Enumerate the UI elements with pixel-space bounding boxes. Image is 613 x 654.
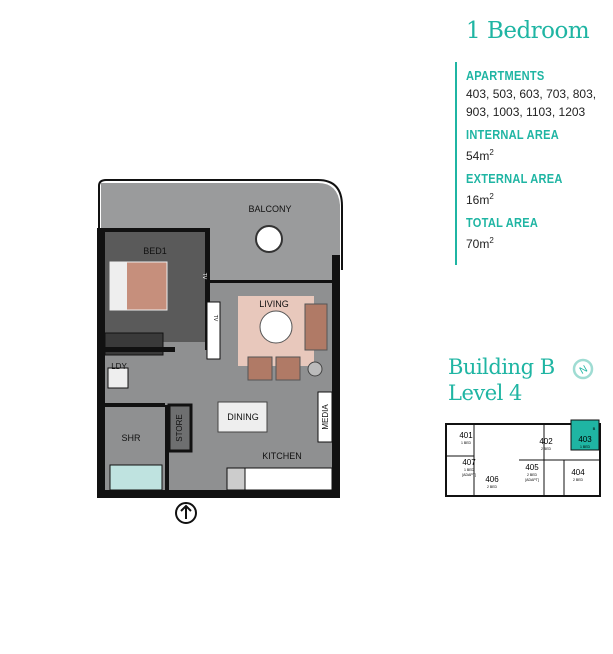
unit-403-type: 1 BED <box>580 445 591 449</box>
building-name: Building B <box>448 355 555 379</box>
unit-406-number: 406 <box>485 475 499 484</box>
level-name: Level 4 <box>448 381 522 405</box>
unit-407-type: 1 BED <box>464 468 475 472</box>
apartments-label: APARTMENTS <box>466 68 545 83</box>
apartments-value: 403, 503, 603, 703, 803, 903, 1003, 1103,… <box>466 85 596 121</box>
west-wall <box>97 228 105 498</box>
unit-404-number: 404 <box>571 468 585 477</box>
media-unit <box>317 391 333 443</box>
bedroom-north-wall <box>105 228 209 232</box>
sofa <box>304 303 328 351</box>
unit-407-number: 407 <box>462 458 476 467</box>
unit-403-highlight <box>570 419 600 451</box>
bedroom-south-wall <box>105 347 175 352</box>
apartments-line-2: 903, 1003, 1103, 1203 <box>466 105 586 119</box>
apartments-line-1: 403, 503, 603, 703, 803, <box>466 87 597 101</box>
room-label-bed1: BED1 <box>143 246 167 256</box>
unit-405-type: 2 BED <box>527 473 538 477</box>
total-area-number: 70m <box>466 237 490 251</box>
unit-info-panel: APARTMENTS 403, 503, 603, 703, 803, 903, … <box>455 62 596 265</box>
external-area-value: 16m2 <box>466 188 596 209</box>
tv-unit <box>206 301 221 360</box>
unit-405-number: 405 <box>525 463 539 472</box>
unit-407-note: [ADAPT] <box>462 473 476 477</box>
east-wall <box>332 255 340 498</box>
unit-401-type: 1 BED <box>461 441 472 445</box>
side-table <box>307 361 323 377</box>
room-label-ldy: LDY <box>111 362 127 371</box>
room-label-kitchen: KITCHEN <box>262 451 302 461</box>
room-label-living: LIVING <box>259 299 289 309</box>
unit-type-title: 1 Bedroom <box>466 18 590 44</box>
bedroom-east-wall <box>205 228 210 350</box>
laundry <box>107 367 129 389</box>
compass-letter: N <box>578 364 590 377</box>
internal-area-value: 54m2 <box>466 144 596 165</box>
internal-area-number: 54m <box>466 149 490 163</box>
south-wall <box>97 490 340 498</box>
room-label-shr: SHR <box>121 433 141 443</box>
room-label-dining: DINING <box>227 412 259 422</box>
unit-403-number: 403 <box>578 435 592 444</box>
room-label-store: STORE <box>175 414 184 441</box>
coffee-table <box>259 310 293 344</box>
balcony-table <box>255 225 283 253</box>
entry-arrow-icon <box>175 502 197 524</box>
unit-406-type: 2 BED <box>487 485 498 489</box>
total-area-label: TOTAL AREA <box>466 215 539 230</box>
shower <box>109 464 163 491</box>
tv-label: TV <box>212 315 218 322</box>
room-label-media: MEDIA <box>321 404 330 430</box>
dining-table <box>217 401 268 433</box>
level-key-map: 401 1 BED 402 2 BED 403 1 BED 404 2 BED … <box>445 419 601 497</box>
unit-404-type: 2 BED <box>573 478 584 482</box>
armchair <box>275 356 301 381</box>
total-area-value: 70m2 <box>466 232 596 253</box>
compass-icon: N <box>572 358 594 380</box>
superscript: 2 <box>489 236 494 245</box>
unit-401-number: 401 <box>459 431 473 440</box>
balcony-marker: B <box>593 426 596 431</box>
external-area-label: EXTERNAL AREA <box>466 171 563 186</box>
building-level-title: Building B Level 4 <box>448 354 555 406</box>
pillows <box>110 262 127 310</box>
shr-north-wall <box>105 403 165 407</box>
balustrade <box>98 179 343 270</box>
shr-east-wall <box>165 405 169 493</box>
superscript: 2 <box>489 192 494 201</box>
armchair <box>247 356 273 381</box>
internal-area-label: INTERNAL AREA <box>466 127 559 142</box>
external-area-number: 16m <box>466 193 490 207</box>
unit-402-number: 402 <box>539 437 553 446</box>
room-label-balcony: BALCONY <box>248 204 291 214</box>
unit-402-type: 2 BED <box>541 447 552 451</box>
superscript: 2 <box>489 148 494 157</box>
store-room <box>167 403 193 453</box>
floor-plan: BALCONY BED1 LIVING LDY DINING SHR STORE… <box>97 179 343 524</box>
unit-405-note: [ADAPT] <box>525 478 539 482</box>
tv-label: TV <box>201 273 207 280</box>
balcony-door-line <box>210 280 336 283</box>
fridge <box>226 467 246 491</box>
